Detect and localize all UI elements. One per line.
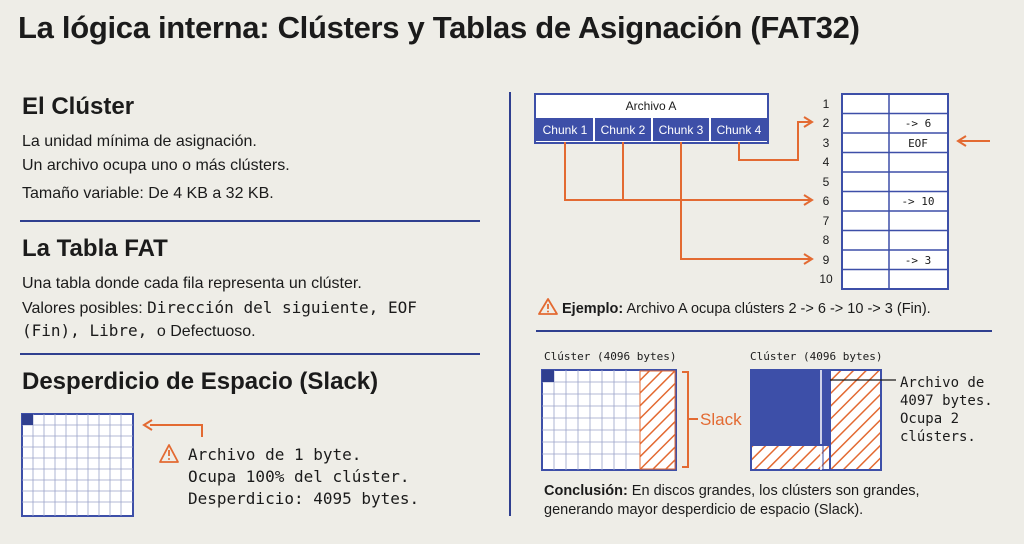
fat-row-value: -> 3 xyxy=(905,254,932,267)
chunk-label: Chunk 4 xyxy=(717,123,762,137)
slack-bracket xyxy=(682,371,698,468)
chunk-label: Chunk 3 xyxy=(659,123,704,137)
cluster-heading: El Clúster xyxy=(22,93,135,120)
slack-note-line-1: Archivo de 1 byte. xyxy=(188,445,362,464)
cluster-grid xyxy=(541,369,677,471)
right-cluster-label: Clúster (4096 bytes) xyxy=(750,350,883,363)
arrow-right-icon xyxy=(680,142,810,260)
right-note-line-2: 4097 bytes. xyxy=(900,393,993,409)
right-note-line-1: Archivo de xyxy=(900,375,985,391)
fat-row-value: -> 6 xyxy=(905,117,932,130)
cluster-line-3: Tamaño variable: De 4 KB a 32 KB. xyxy=(22,185,274,202)
slack-comparison: Slack xyxy=(541,369,896,471)
warning-icon xyxy=(159,444,179,463)
fat-row-number: 7 xyxy=(823,214,830,228)
file-box xyxy=(534,93,769,144)
fat-row-number: 1 xyxy=(823,97,830,111)
two-clusters xyxy=(750,369,882,471)
page-title: La lógica interna: Clústers y Tablas de … xyxy=(18,10,860,45)
fat-row-number: 8 xyxy=(823,233,830,247)
slack-heading: Desperdicio de Espacio (Slack) xyxy=(22,368,379,395)
fat-row-number: 3 xyxy=(823,136,830,150)
fat-line-1: Una tabla donde cada fila representa un … xyxy=(22,275,362,292)
column-divider xyxy=(509,92,511,516)
right-note-line-3: Ocupa 2 xyxy=(900,411,960,427)
example-text: Ejemplo: Archivo A ocupa clústers 2 -> 6… xyxy=(562,301,931,317)
divider xyxy=(536,330,992,332)
fat-row-number: 6 xyxy=(823,194,830,208)
fat-row-number: 10 xyxy=(819,272,833,286)
cluster-line-2: Un archivo ocupa uno o más clústers. xyxy=(22,157,290,174)
right-note: Archivo de 4097 bytes. Ocupa 2 clústers. xyxy=(900,374,993,446)
slack-label: Slack xyxy=(700,410,742,429)
fat-line-3: (Fin), Libre, o Defectuoso. xyxy=(22,321,256,340)
cluster-line-1: La unidad mínima de asignación. xyxy=(22,133,257,150)
cluster-grid xyxy=(21,413,134,517)
right-note-line-4: clústers. xyxy=(900,429,976,445)
divider xyxy=(20,220,480,222)
fat-row-value: EOF xyxy=(908,137,928,150)
warning-icon xyxy=(538,298,558,315)
conclusion: Conclusión: En discos grandes, los clúst… xyxy=(544,483,920,518)
chain-arrows xyxy=(564,116,990,265)
slack-note-line-3: Desperdicio: 4095 bytes. xyxy=(188,489,420,508)
slack-diagram xyxy=(21,413,203,517)
slack-note-line-2: Ocupa 100% del clúster. xyxy=(188,467,410,486)
chunk-label: Chunk 1 xyxy=(543,123,588,137)
fat-row-number: 5 xyxy=(823,175,830,189)
divider xyxy=(20,353,480,355)
file-label: Archivo A xyxy=(626,99,677,113)
arrow-left-icon xyxy=(142,419,203,437)
arrow-right-icon xyxy=(738,121,810,161)
fat-row-value: -> 10 xyxy=(901,195,934,208)
fat-row-number: 4 xyxy=(823,155,830,169)
fat-heading: La Tabla FAT xyxy=(22,235,168,262)
fat-chain-diagram: Archivo A Chunk 1 Chunk 2 Chunk 3 Chunk … xyxy=(534,93,990,290)
fat-row-number: 9 xyxy=(823,253,830,267)
arrow-right-icon xyxy=(564,142,810,201)
chunk-label: Chunk 2 xyxy=(601,123,646,137)
left-cluster-label: Clúster (4096 bytes) xyxy=(544,350,677,363)
fat-line-2: Valores posibles: Dirección del siguient… xyxy=(22,298,417,317)
fat-row-number: 2 xyxy=(823,116,830,130)
fat-table xyxy=(841,93,949,290)
